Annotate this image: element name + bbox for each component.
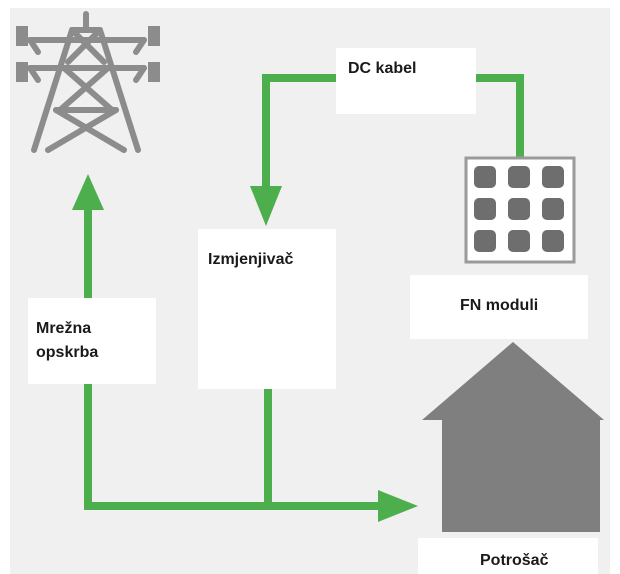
pv-modules-label-box: FN moduli [410, 275, 588, 339]
consumer-label: Potrošač [480, 552, 549, 569]
dc-cable-arrowhead [250, 186, 282, 226]
dc-cable-label-box: DC kabel [336, 48, 476, 114]
inverter-label: Izmjenjivač [208, 251, 294, 268]
grid-supply-label-line2: opskrba [36, 344, 99, 361]
power-pylon-icon [27, 11, 147, 153]
insulator-markers [16, 26, 160, 82]
grid-supply-label-line1: Mrežna [36, 320, 92, 337]
consumer-label-box: Potrošač [418, 538, 598, 574]
consumer-arrowhead [378, 490, 418, 522]
grid-supply-label-box: Mrežna opskrba [28, 298, 156, 384]
grid-arrowhead [72, 174, 104, 210]
house-icon [422, 342, 604, 532]
pv-modules-label: FN moduli [460, 297, 539, 314]
solar-panel-icon [464, 156, 576, 264]
inverter-box: Izmjenjivač [198, 229, 336, 389]
dc-cable-label: DC kabel [348, 60, 417, 77]
